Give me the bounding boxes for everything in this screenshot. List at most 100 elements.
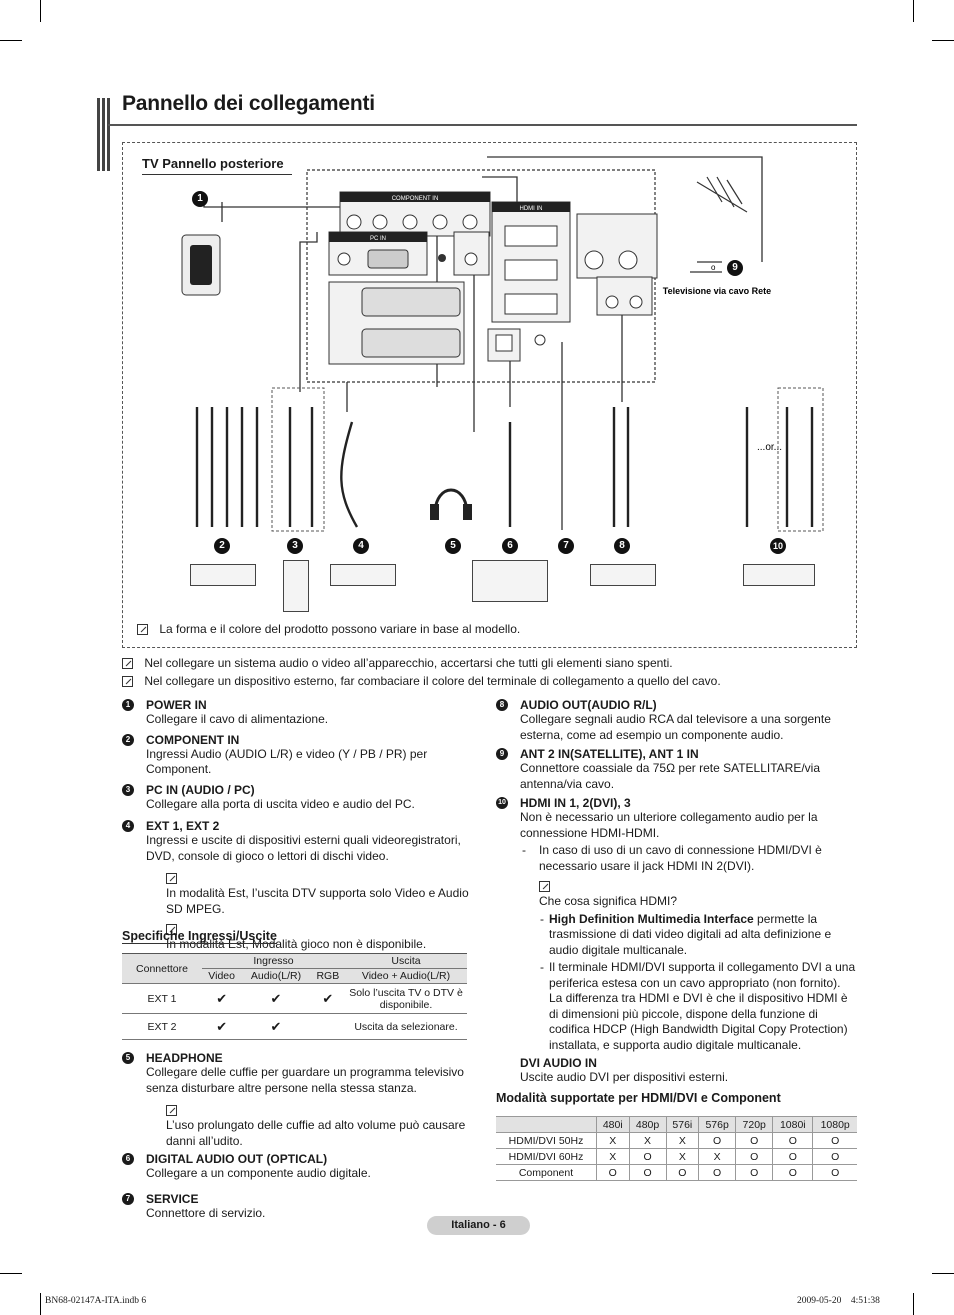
cell-value: O [772,1164,814,1181]
dash-bullet: - [522,843,526,857]
label-o: o [711,263,716,272]
item-headphone: 5 HEADPHONE Collegare delle cuffie per g… [122,1051,472,1149]
cell-out: Solo l’uscita TV o DTV è disponibile. [345,983,467,1014]
item-number: 6 [122,1153,134,1165]
hdmi-bullet-2: - Il terminale HDMI/DVI supporta il coll… [520,960,856,1053]
cell-value: O [735,1132,774,1149]
left-column: 1 POWER IN Collegare il cavo di alimenta… [122,698,472,957]
spec-title: Specifiche Ingressi/Uscite [122,929,277,944]
marker-10: 10 [770,538,786,554]
headphone-note: L’uso prolungato delle cuffie ad alto vo… [146,1100,472,1149]
crop-mark [0,40,22,41]
item-text: Non è necessario un ulteriore collegamen… [520,810,818,840]
item-component-in: 2 COMPONENT IN Ingressi Audio (AUDIO L/R… [122,733,472,778]
label-or: ...or... [757,442,782,453]
marker-3: 3 [287,538,303,554]
item-text: Ingressi e uscite di dispositivi esterni… [146,833,461,863]
cell-name: HDMI/DVI 50Hz [496,1132,597,1149]
item-title: PC IN (AUDIO / PC) [146,782,255,797]
page-label: Italiano - 6 [427,1216,530,1235]
note-icon [166,924,177,936]
item-number: 7 [122,1192,134,1205]
label-component-in: COMPONENT IN [392,196,439,202]
title-rule [108,124,857,126]
marker-8: 8 [614,538,630,554]
item-audio-out: 8 AUDIO OUT(AUDIO R/L) Collegare segnali… [496,698,856,743]
cell-value: O [628,1148,667,1165]
table-row: EXT 2 ✔ ✔ Uscita da selezionare. [122,1013,467,1040]
marker-5: 5 [445,538,461,554]
diagram-title: TV Pannello posteriore [142,156,284,171]
label-hdmi-in: HDMI IN [520,206,543,212]
item-text: Connettore coassiale da 75Ω per rete SAT… [520,761,821,791]
marker-2: 2 [214,538,230,554]
note-2: Nel collegare un dispositivo esterno, fa… [122,674,721,689]
cell-value: X [665,1132,700,1149]
note-icon [166,1105,177,1117]
cell-value: O [812,1164,857,1181]
vcr-device [190,564,256,586]
item-title: POWER IN [146,698,207,712]
item-hdmi-in: 10 HDMI IN 1, 2(DVI), 3 Non è necessario… [496,796,856,1086]
footer-file: BN68-02147A-ITA.indb 6 [45,1296,147,1306]
th-mode: 480i [596,1116,630,1133]
th-video: Video [202,968,242,984]
table-row: EXT 1 ✔ ✔ ✔ Solo l’uscita TV o DTV è dis… [122,983,467,1014]
item-title: DVI AUDIO IN [520,1056,597,1070]
th-mode: 720p [735,1116,774,1133]
cell-value: O [812,1132,857,1149]
table-row: HDMI/DVI 50Hz X X X O O O O [496,1132,857,1149]
crop-mark [40,0,41,22]
cell-value: O [735,1164,774,1181]
item-title: EXT 1, EXT 2 [146,819,220,833]
spec-table: Connettore Ingresso Uscita Video Audio(L… [122,953,467,1040]
hdmi-text: permette la trasmissione di dati video d… [549,911,832,957]
note-text: In modalità Est, Modalità gioco non è di… [166,937,427,951]
cell-name: EXT 1 [122,983,202,1014]
cell-value: O [665,1164,700,1181]
item-title: HDMI IN 1, 2(DVI), 3 [520,796,631,810]
note-icon [137,624,148,636]
cell-value: O [772,1148,814,1165]
cell-audio: ✔ [241,983,311,1014]
th-ingresso: Ingresso [202,953,345,969]
crop-mark [932,1273,954,1274]
hdmi-device [743,564,815,586]
cell-rgb: ✔ [310,983,345,1014]
cell-rgb [310,1013,345,1040]
item-text: Connettore di servizio. [146,1205,266,1220]
ext-note-1: In modalità Est, l’uscita DTV supporta s… [146,868,472,917]
th-mode: 576i [665,1116,700,1133]
item-text: Collegare segnali audio RCA dal televiso… [520,712,831,742]
item-service: 7 SERVICE Connettore di servizio. [122,1192,472,1222]
pc-tower-device [283,560,309,612]
crop-mark [932,40,954,41]
item-ext: 4 EXT 1, EXT 2 Ingressi e uscite di disp… [122,819,472,953]
table-header-row: 480i 480p 576i 576p 720p 1080i 1080p [496,1116,857,1133]
item-title: ANT 2 IN(SATELLITE), ANT 1 IN [520,747,699,761]
label-tv-via-cavo: Televisione via cavo Rete [663,286,771,296]
note-icon [122,658,133,670]
item-text: Collegare delle cuffie per guardare un p… [146,1065,464,1095]
table-row: Component O O O O O O O [496,1164,857,1181]
connection-diagram [122,142,857,648]
th-mode: 1080i [772,1116,814,1133]
diagram-title-rule [142,174,292,175]
hdmi-question: Che cosa significa HDMI? [520,876,856,910]
note-text: Nel collegare un dispositivo esterno, fa… [144,674,721,688]
note-icon [539,881,550,893]
cell-value: O [698,1164,737,1181]
crop-mark [913,0,914,22]
right-column: 8 AUDIO OUT(AUDIO R/L) Collegare segnali… [496,698,856,1086]
th-out: Video + Audio(L/R) [345,968,467,984]
cell-audio: ✔ [241,1013,311,1040]
cell-name: HDMI/DVI 60Hz [496,1148,597,1165]
hdmi-bullet-1: - High Definition Multimedia Interface p… [520,912,856,959]
cell-video: ✔ [202,983,242,1014]
note-icon [166,873,177,885]
marker-1: 1 [192,191,208,207]
dvi-audio-in: DVI AUDIO IN Uscite audio DVI per dispos… [520,1056,856,1086]
item-number: 9 [496,748,508,760]
cell-value: O [772,1132,814,1149]
item-number: 5 [122,1052,134,1064]
